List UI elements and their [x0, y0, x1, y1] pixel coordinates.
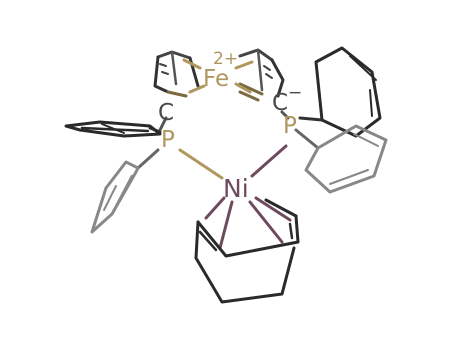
carbanion-left-label: C [158, 100, 174, 126]
phenyl-ring-lower-right [294, 124, 388, 194]
phenyl-ring-upper-right [298, 46, 382, 138]
carbanion-right-label: C [272, 90, 288, 116]
iron-label: Fe [203, 66, 229, 92]
atom-labels: Fe 2+ C C − P P Ni [158, 49, 302, 203]
carbanion-right-charge-label: − [288, 83, 302, 103]
iron-charge-label: 2+ [213, 49, 238, 69]
phosphorus-right-label: P [283, 113, 297, 139]
phenyl-ring-lower-left [90, 148, 160, 234]
phenyl-ring-upper-left [64, 120, 162, 138]
iron-ring-bonds [182, 58, 254, 94]
cyclopentadienyl-ring-right [238, 48, 285, 102]
cyclooctadiene-ring [194, 198, 300, 304]
phosphorus-left-label: P [161, 127, 175, 153]
carbanion-phosphorus-bonds [158, 110, 290, 132]
cyclopentadienyl-ring-left [153, 50, 200, 98]
nickel-diene-bonds [204, 196, 292, 250]
nickel-label: Ni [223, 174, 249, 203]
phosphorus-nickel-bonds [178, 144, 288, 180]
